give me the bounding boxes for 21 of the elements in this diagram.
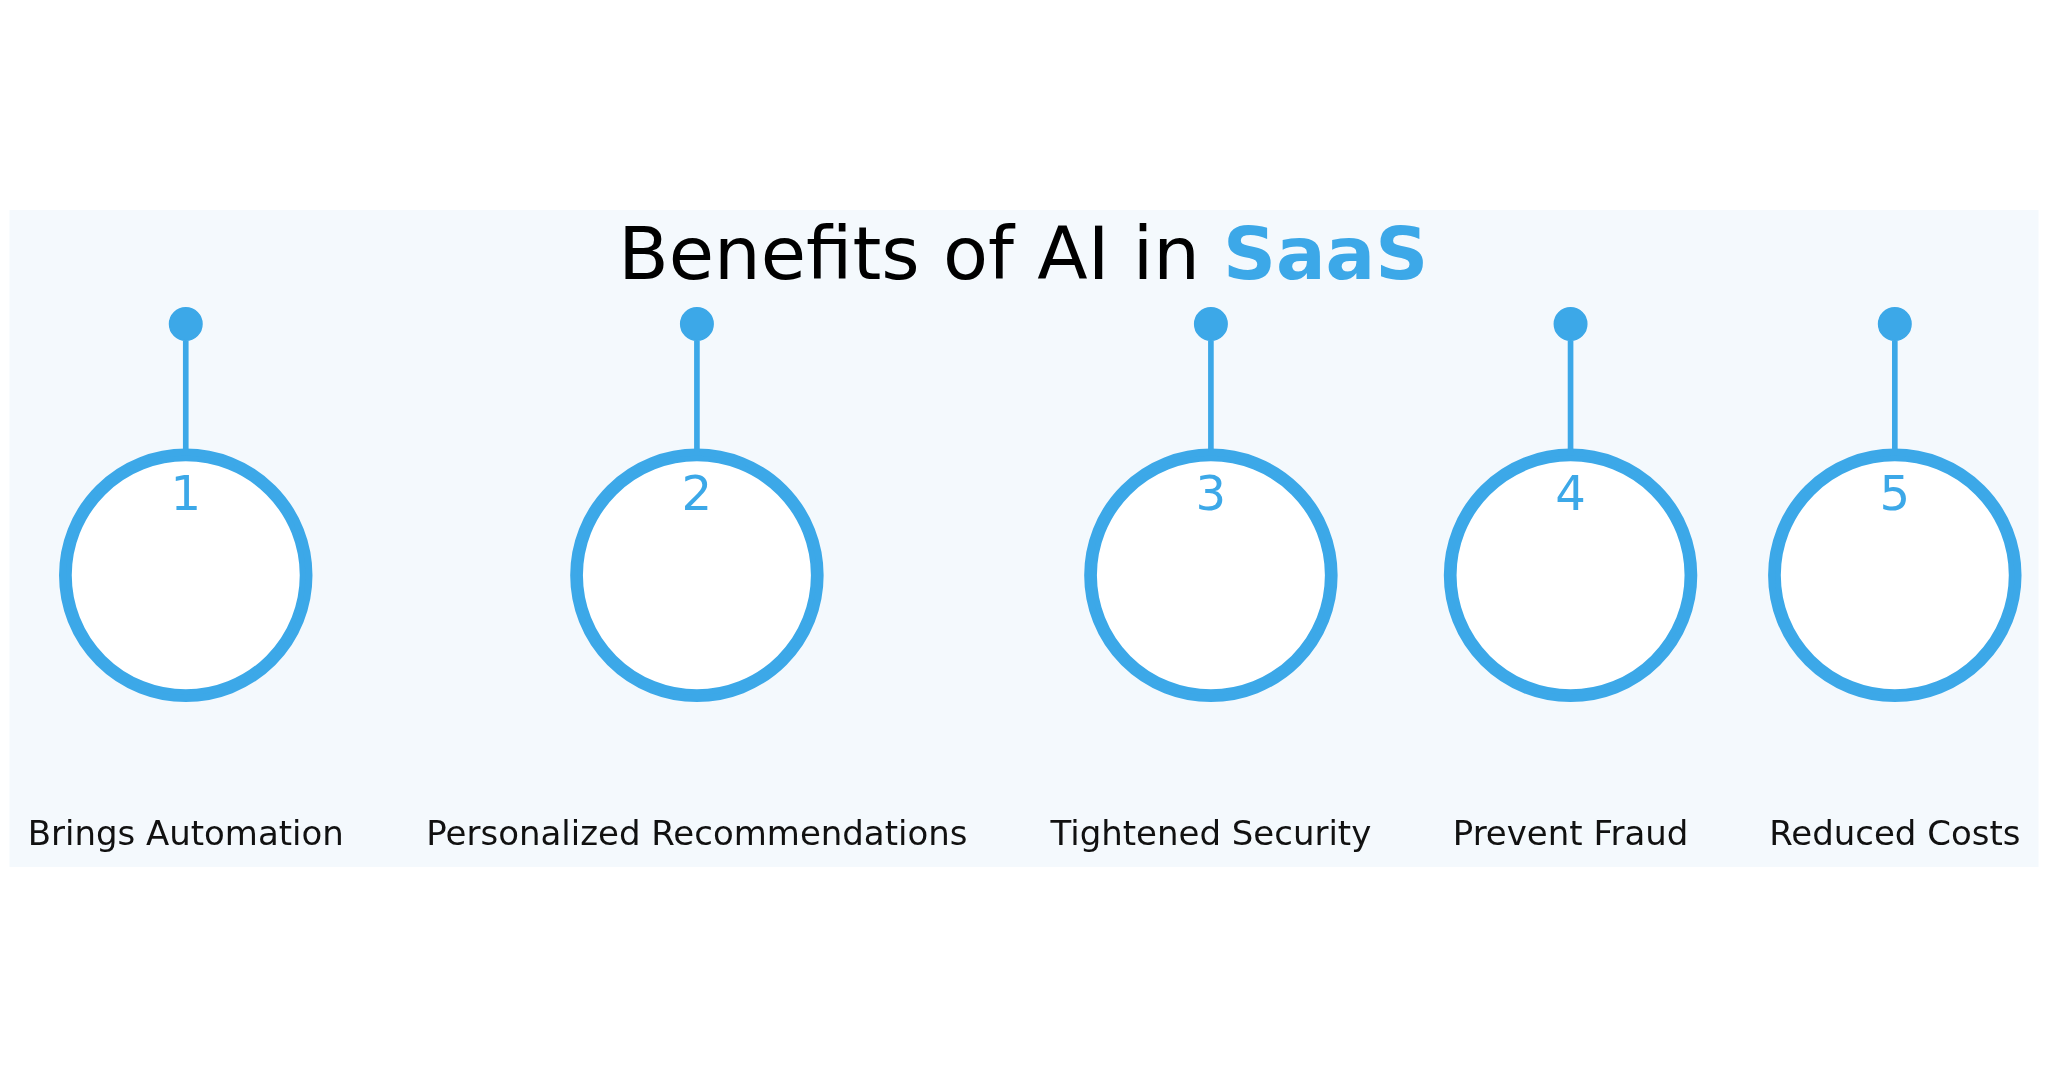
connector: [182, 340, 189, 452]
node-circle: [1193, 306, 1228, 341]
connector: [1892, 340, 1898, 452]
node-label: Brings Automation: [27, 812, 344, 853]
node-circle: [168, 306, 203, 341]
connector: [1208, 340, 1214, 452]
node-circle: 4: [1443, 448, 1698, 702]
node-circle: [679, 306, 714, 341]
node-label: Reduced Costs: [1769, 812, 2021, 853]
node-circle: [1553, 306, 1588, 341]
node-label: Tightened Security: [1050, 812, 1372, 853]
node-circle: 5: [1768, 448, 2022, 702]
node-label: Personalized Recommendations: [426, 812, 968, 853]
node-circle: [1877, 306, 1912, 341]
diagram-title: Benefits of AI in SaaS: [618, 210, 1429, 296]
node-circle: 2: [570, 448, 824, 702]
node-label: Prevent Fraud: [1452, 812, 1689, 853]
connector: [694, 340, 700, 452]
node-circle: 1: [59, 448, 313, 702]
node-circle: 3: [1084, 448, 1338, 702]
connector: [1567, 340, 1574, 452]
